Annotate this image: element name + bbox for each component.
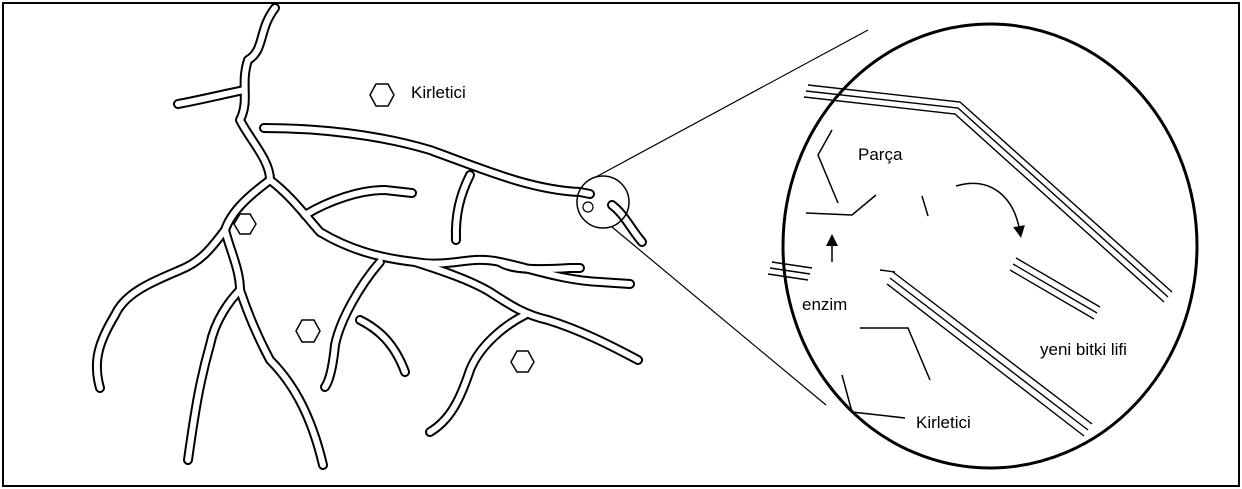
pollutant-label-top: Kirletici — [411, 83, 466, 102]
small-pollutant-circle — [583, 202, 593, 212]
pollutant-label-zoom: Kirletici — [916, 413, 971, 432]
fragment-label: Parça — [858, 145, 903, 164]
enzyme-label: enzim — [802, 295, 847, 314]
hyphae-network — [97, 8, 642, 465]
magnifier-spot — [577, 176, 629, 228]
pollutant-hexagon-icon — [511, 351, 534, 372]
new-fiber-label: yeni bitki lifi — [1040, 340, 1127, 359]
zoom-ellipse — [783, 24, 1197, 468]
pollutant-hexagon-icon — [370, 84, 394, 106]
pollutant-hexagon-icon — [296, 320, 320, 342]
